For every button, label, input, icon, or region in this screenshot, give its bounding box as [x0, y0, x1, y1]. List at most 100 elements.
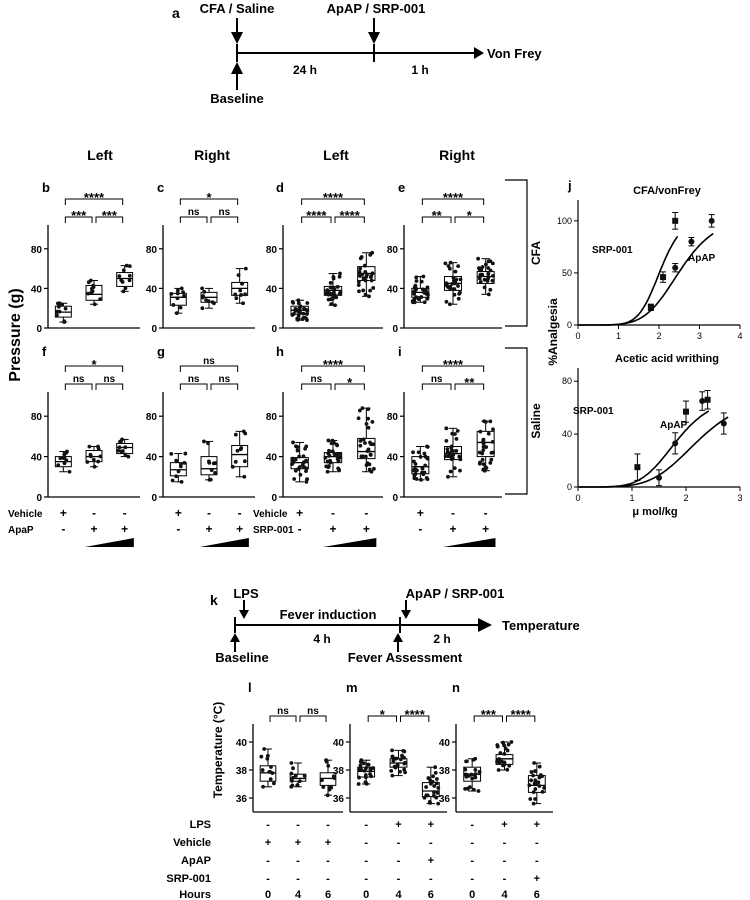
left-mark-g-1-2: +: [236, 522, 243, 536]
sig-bracket-l-0: [269, 715, 297, 722]
point-c-0-1: [179, 286, 184, 291]
bottom-rows-temp: LPS Vehicle ApAP SRP-001 Hours: [166, 819, 211, 900]
point-i-1-26: [452, 466, 457, 471]
point-c-1-6: [202, 289, 207, 294]
point-d-2-21: [360, 272, 364, 277]
point-n-1-1: [509, 740, 514, 744]
point-m-2-13: [425, 793, 430, 798]
temp-ylabel: Temperature (°C): [211, 702, 225, 799]
point-e-0-20: [412, 291, 417, 295]
point-c-2-3: [243, 292, 248, 297]
point-i-0-21: [415, 468, 419, 473]
point-n-0-21: [473, 775, 478, 780]
point-f-2-8: [119, 449, 124, 454]
point-b-0-5: [57, 309, 62, 314]
point-h-2-24: [358, 443, 363, 448]
point-d-0-23: [293, 309, 298, 313]
point-l-2-3: [321, 785, 326, 789]
temp-mark-l-2-0: -: [266, 855, 270, 867]
box-e-2: [476, 256, 495, 297]
point-e-2-21: [477, 276, 482, 281]
point-b-1-6: [91, 285, 96, 290]
row-label-hours: Hours: [179, 889, 211, 900]
point-h-2-5: [364, 422, 369, 426]
point-m-1-4: [389, 768, 394, 773]
point-h-2-21: [366, 425, 371, 430]
temp-mark-n-3-2: +: [534, 873, 540, 885]
point-n-0-7: [463, 787, 468, 791]
point-l-0-7: [272, 781, 276, 786]
point-n-2-2: [527, 783, 532, 788]
title-j_bottom: Acetic acid writhing: [615, 353, 719, 365]
point-j_top-1-1: [688, 238, 695, 245]
point-j_bottom-1-0: [656, 474, 662, 481]
point-d-0-22: [304, 307, 308, 312]
point-i-1-23: [454, 437, 459, 441]
box-h-0: [290, 440, 310, 484]
sig-label-i-1: **: [464, 375, 475, 390]
point-g-0-4: [179, 462, 183, 467]
point-i-1-6: [448, 469, 453, 474]
sig-bracket-l-1: [299, 715, 327, 722]
temp-mark-n-2-0: -: [470, 855, 474, 867]
point-c-0-5: [175, 288, 180, 293]
timeline-a-arrowhead: [474, 47, 484, 59]
point-l-2-5: [320, 778, 324, 783]
ytick-label-e-1: 40: [387, 284, 399, 295]
point-h-2-14: [363, 454, 368, 459]
point-i-0-19: [413, 462, 418, 466]
point-h-0-19: [301, 454, 306, 459]
point-c-2-7: [236, 273, 241, 278]
point-f-2-5: [123, 452, 128, 457]
temp-mark-n-3-1: -: [503, 873, 507, 885]
point-l-0-0: [261, 784, 265, 789]
point-d-0-21: [301, 311, 306, 316]
panel-letter-l: l: [248, 680, 252, 695]
sig-bracket-b-1: [95, 216, 124, 223]
point-g-1-4: [211, 461, 216, 466]
point-n-1-6: [507, 763, 512, 768]
point-m-1-21: [398, 757, 403, 762]
point-n-0-15: [471, 758, 476, 762]
panel-letter-b: b: [42, 180, 50, 195]
ytick-label-f-2: 80: [31, 412, 43, 423]
point-i-2-23: [478, 429, 483, 434]
box-c-0: [169, 286, 187, 316]
sig-bracket-e-2: [421, 198, 485, 205]
point-e-1-10: [458, 277, 463, 282]
point-m-1-19: [403, 770, 408, 775]
point-m-2-18: [424, 785, 428, 789]
point-c-0-4: [175, 291, 180, 296]
point-e-0-19: [412, 297, 417, 302]
xtick-label-j_top-3: 3: [697, 331, 702, 341]
timeline-k-bottom2: Fever Assessment: [348, 650, 463, 665]
point-l-2-9: [326, 763, 331, 768]
sig-h-1: *: [334, 375, 365, 390]
point-h-2-17: [363, 441, 367, 445]
timeline-k-arrowhead: [478, 618, 492, 632]
point-g-2-8: [233, 432, 238, 437]
point-n-2-4: [529, 778, 533, 783]
point-i-2-17: [480, 457, 485, 462]
sig-bracket-c-1: [210, 216, 239, 223]
point-d-1-15: [337, 274, 342, 279]
right-mark-i-1-0: -: [418, 522, 422, 536]
panel-letter-m: m: [346, 680, 358, 695]
point-d-0-16: [302, 315, 307, 320]
timeline-a-seg2: 1 h: [411, 63, 428, 77]
point-i-1-27: [445, 447, 450, 451]
box-n-0: [463, 756, 482, 793]
timeline-a-seg1: 24 h: [293, 63, 317, 77]
point-d-1-17: [328, 285, 333, 290]
point-n-0-5: [473, 768, 478, 772]
sig-label-g-0: ns: [188, 374, 200, 385]
sig-label-i-0: ns: [431, 374, 443, 385]
sig-label-f-1: ns: [103, 374, 115, 385]
point-e-0-23: [420, 287, 425, 292]
ytick-label-f-1: 40: [31, 453, 43, 464]
saline-label: Saline: [529, 403, 543, 439]
point-n-1-17: [502, 760, 507, 765]
panel-letter-e: e: [398, 180, 405, 195]
row-label-srp-right: SRP-001: [253, 525, 294, 536]
ytick-label-m-2: 40: [333, 738, 345, 749]
